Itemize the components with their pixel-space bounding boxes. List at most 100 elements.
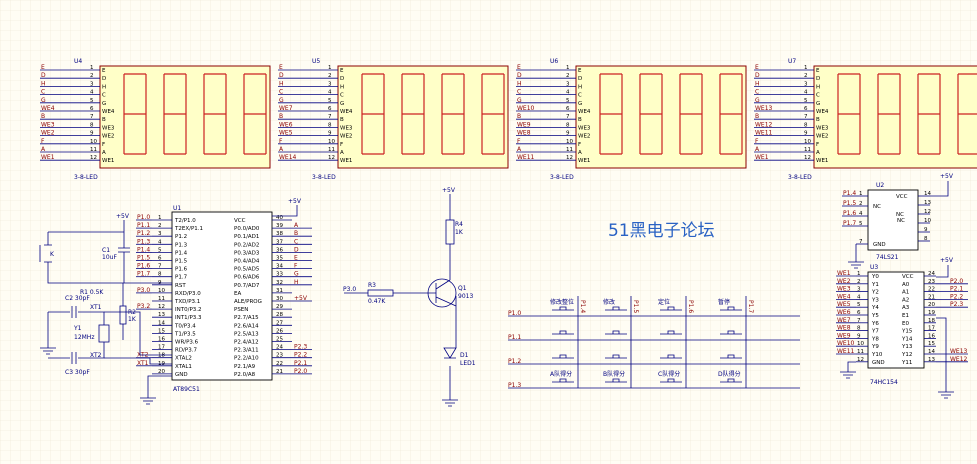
mcu-pin-label: T2/P1.0 <box>174 218 196 224</box>
display-body[interactable] <box>337 65 509 169</box>
display-pin-label: D <box>816 76 820 82</box>
keypad-key[interactable]: D队得分 <box>718 370 742 383</box>
keypad-key-symbol[interactable] <box>660 330 682 335</box>
hc154-pin-label: Y9 <box>871 344 879 350</box>
mcu-pin-label: P1.2 <box>175 234 187 240</box>
reset-cap-ref: C1 <box>102 247 110 254</box>
keypad-key-symbol[interactable] <box>720 378 742 383</box>
hc154-pin-label: Y8 <box>871 336 879 342</box>
mcu-pin-number: 22 <box>276 361 283 367</box>
keypad-key-symbol[interactable] <box>605 330 627 335</box>
mcu-pin-number: 30 <box>276 296 283 302</box>
keypad-key-symbol[interactable] <box>605 306 627 311</box>
keypad-key[interactable]: 修改 <box>603 298 627 311</box>
keypad-key-symbol[interactable] <box>552 378 574 383</box>
mcu-pin-number: 28 <box>276 312 283 318</box>
display-net-label: B <box>279 113 283 120</box>
display-pin-label: C <box>816 93 820 99</box>
keypad-key[interactable] <box>660 354 682 359</box>
hc154-pin-number: 4 <box>857 294 861 300</box>
display-net-label: WE10 <box>517 105 535 112</box>
keypad-key-symbol[interactable] <box>552 354 574 359</box>
mcu-pin-number: 11 <box>158 296 165 302</box>
keypad-key-symbol[interactable] <box>660 354 682 359</box>
keypad-key[interactable] <box>605 354 627 359</box>
mcu-pin-number: 7 <box>158 264 162 270</box>
mcu-pin-number: 39 <box>276 223 283 229</box>
display-pin-number: 12 <box>90 155 97 161</box>
ls21-pin-label: VCC <box>896 194 908 200</box>
display-digit <box>203 73 227 155</box>
reset-switch-symbol[interactable] <box>39 244 52 263</box>
hc154-body[interactable] <box>867 271 925 369</box>
mcu-pin-label: INT0/P3.2 <box>175 307 202 313</box>
display-pin-number: 8 <box>328 122 332 128</box>
keypad-key-symbol[interactable] <box>660 378 682 383</box>
mcu-pin-number: 27 <box>276 320 283 326</box>
hc154-pin-number: 24 <box>928 271 935 277</box>
keypad-key[interactable]: C队得分 <box>658 370 682 383</box>
driver-led-symbol <box>443 347 457 359</box>
keypad-key[interactable] <box>660 330 682 335</box>
keypad-key[interactable] <box>720 330 742 335</box>
display-body[interactable] <box>99 65 271 169</box>
keypad-key-symbol[interactable] <box>552 330 574 335</box>
display-ref: U4 <box>74 58 82 65</box>
hc154-net-label: P2.2 <box>950 293 963 300</box>
keypad-key[interactable]: 定位 <box>658 298 682 311</box>
keypad-key-symbol[interactable] <box>720 354 742 359</box>
keypad-key-label: B队得分 <box>603 370 625 378</box>
mcu-pin-label: RST <box>175 283 186 289</box>
display-pin-number: 5 <box>566 98 570 104</box>
hc154-pin-label: Y5 <box>871 313 879 319</box>
keypad-key[interactable]: B队得分 <box>603 370 627 383</box>
keypad-key-symbol[interactable] <box>605 378 627 383</box>
keypad-key-symbol[interactable] <box>720 306 742 311</box>
display-pin-number: 11 <box>328 147 335 153</box>
reset-vcc-label: +5V <box>116 213 130 220</box>
driver-q-ref: Q1 <box>458 285 467 292</box>
keypad-key[interactable] <box>720 354 742 359</box>
keypad-key[interactable] <box>552 330 574 335</box>
display-net-label: B <box>41 113 45 120</box>
ls21-body[interactable] <box>867 189 919 251</box>
display-body[interactable] <box>575 65 747 169</box>
mcu-net-label: G <box>294 271 299 278</box>
display-part: 3-8-LED <box>74 174 98 181</box>
mcu-pin-number: 12 <box>158 304 165 310</box>
mcu-net-label: P2.0 <box>294 368 307 375</box>
hc154-pin-number: 10 <box>857 341 864 347</box>
mcu-pin-number: 35 <box>276 256 283 262</box>
mcu-pin-number: 17 <box>158 345 165 351</box>
keypad-key[interactable]: 暂停 <box>718 298 742 311</box>
hc154-ref: U3 <box>870 264 878 271</box>
display-pin-label: WE1 <box>816 158 828 164</box>
display-body[interactable] <box>813 65 977 169</box>
keypad-key[interactable] <box>605 330 627 335</box>
mcu-body[interactable] <box>171 211 273 381</box>
display-pin-label: B <box>102 117 106 123</box>
keypad-key[interactable]: A队得分 <box>550 370 574 383</box>
keypad-key-symbol[interactable] <box>720 330 742 335</box>
keypad-col-label: P1.6 <box>687 300 694 313</box>
keypad-key[interactable] <box>552 354 574 359</box>
keypad-key[interactable]: 修改整位 <box>550 298 574 311</box>
display-net-label: C <box>41 89 45 96</box>
keypad-key-symbol[interactable] <box>605 354 627 359</box>
mcu-pin-number: 31 <box>276 288 283 294</box>
keypad-key-symbol[interactable] <box>660 306 682 311</box>
display-net-label: A <box>41 146 46 153</box>
display-net-label: WE11 <box>517 154 535 161</box>
keypad-key-symbol[interactable] <box>552 306 574 311</box>
display-pin-label: C <box>578 93 582 99</box>
hc154-net-label: WE2 <box>837 278 851 285</box>
